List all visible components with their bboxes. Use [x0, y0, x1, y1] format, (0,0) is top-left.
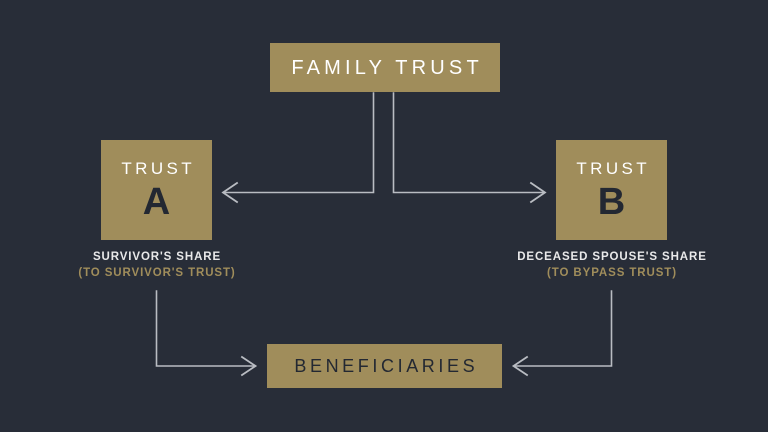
node-trust-b-word: TRUST [576, 158, 651, 178]
caption-trust-b: DECEASED SPOUSE'S SHARE (TO BYPASS TRUST… [490, 250, 734, 281]
node-family-trust-label: FAMILY TRUST [291, 56, 483, 79]
caption-trust-b-sub: (TO BYPASS TRUST) [547, 266, 677, 279]
node-trust-a[interactable]: TRUST A [101, 140, 212, 240]
node-beneficiaries-label: BENEFICIARIES [294, 356, 479, 376]
arrowhead-right-lower [240, 355, 258, 377]
connector-family-trust-to-trust-a [223, 92, 375, 194]
caption-trust-a: SURVIVOR'S SHARE (TO SURVIVOR'S TRUST) [36, 250, 278, 281]
node-beneficiaries[interactable]: BENEFICIARIES [267, 344, 502, 388]
node-family-trust[interactable]: FAMILY TRUST [270, 43, 500, 92]
caption-trust-a-main: SURVIVOR'S SHARE [92, 251, 222, 263]
connector-family-trust-to-trust-b [392, 92, 545, 194]
connector-trust-a-to-beneficiaries [155, 290, 255, 367]
arrowhead-right-upper [529, 181, 547, 204]
caption-trust-a-sub: (TO SURVIVOR'S TRUST) [78, 266, 236, 279]
node-trust-b[interactable]: TRUST B [556, 140, 667, 240]
connector-trust-b-to-beneficiaries [514, 290, 613, 367]
caption-trust-b-main: DECEASED SPOUSE'S SHARE [517, 251, 707, 263]
arrowhead-left-upper [221, 181, 239, 204]
arrowhead-left-lower [511, 355, 529, 377]
node-trust-a-word: TRUST [121, 158, 196, 178]
node-trust-b-letter: B [597, 180, 626, 223]
node-trust-a-letter: A [142, 180, 171, 223]
